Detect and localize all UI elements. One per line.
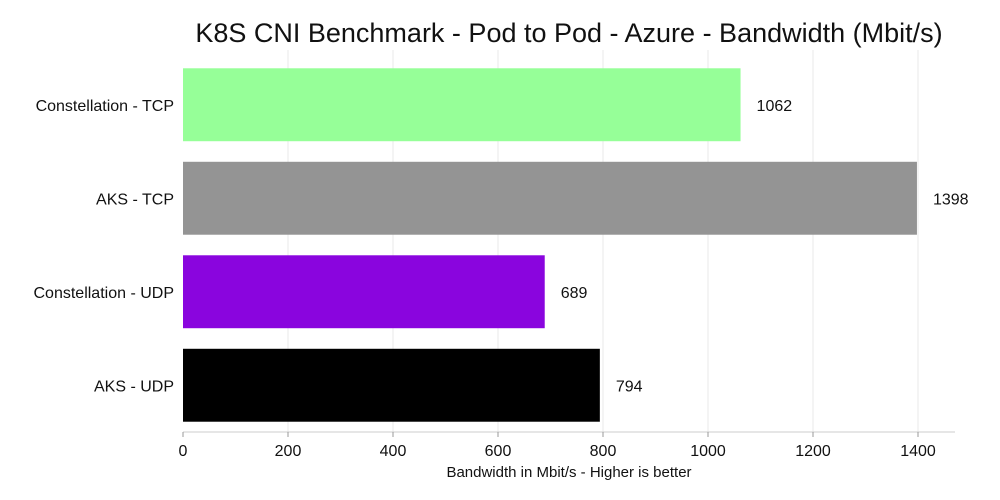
bars [183, 68, 917, 422]
x-axis-title: Bandwidth in Mbit/s - Higher is better [446, 464, 691, 481]
x-tick-label: 1400 [900, 443, 936, 460]
value-label: 794 [616, 378, 643, 395]
bar [183, 348, 600, 422]
value-label: 1398 [933, 191, 969, 208]
value-label: 689 [561, 285, 588, 302]
category-label: Constellation - TCP [36, 98, 174, 115]
x-tick-label: 0 [179, 443, 188, 460]
bar [183, 68, 741, 142]
category-labels: Constellation - TCP AKS - TCP Constellatio… [34, 98, 175, 396]
bar [183, 255, 545, 329]
category-label: AKS - UDP [94, 378, 174, 395]
value-label: 1062 [757, 98, 793, 115]
x-tick-label: 600 [485, 443, 512, 460]
x-tick-labels: 0 200 400 600 800 1000 1200 1400 [179, 432, 936, 460]
bar [183, 161, 917, 235]
x-tick-label: 400 [380, 443, 407, 460]
category-label: AKS - TCP [96, 191, 174, 208]
x-tick-label: 1000 [690, 443, 726, 460]
x-tick-label: 1200 [795, 443, 831, 460]
category-label: Constellation - UDP [34, 285, 175, 302]
x-tick-label: 800 [590, 443, 617, 460]
x-tick-label: 200 [275, 443, 302, 460]
value-labels: 1062 1398 689 794 [561, 98, 969, 396]
chart-title: K8S CNI Benchmark - Pod to Pod - Azure -… [195, 18, 942, 48]
